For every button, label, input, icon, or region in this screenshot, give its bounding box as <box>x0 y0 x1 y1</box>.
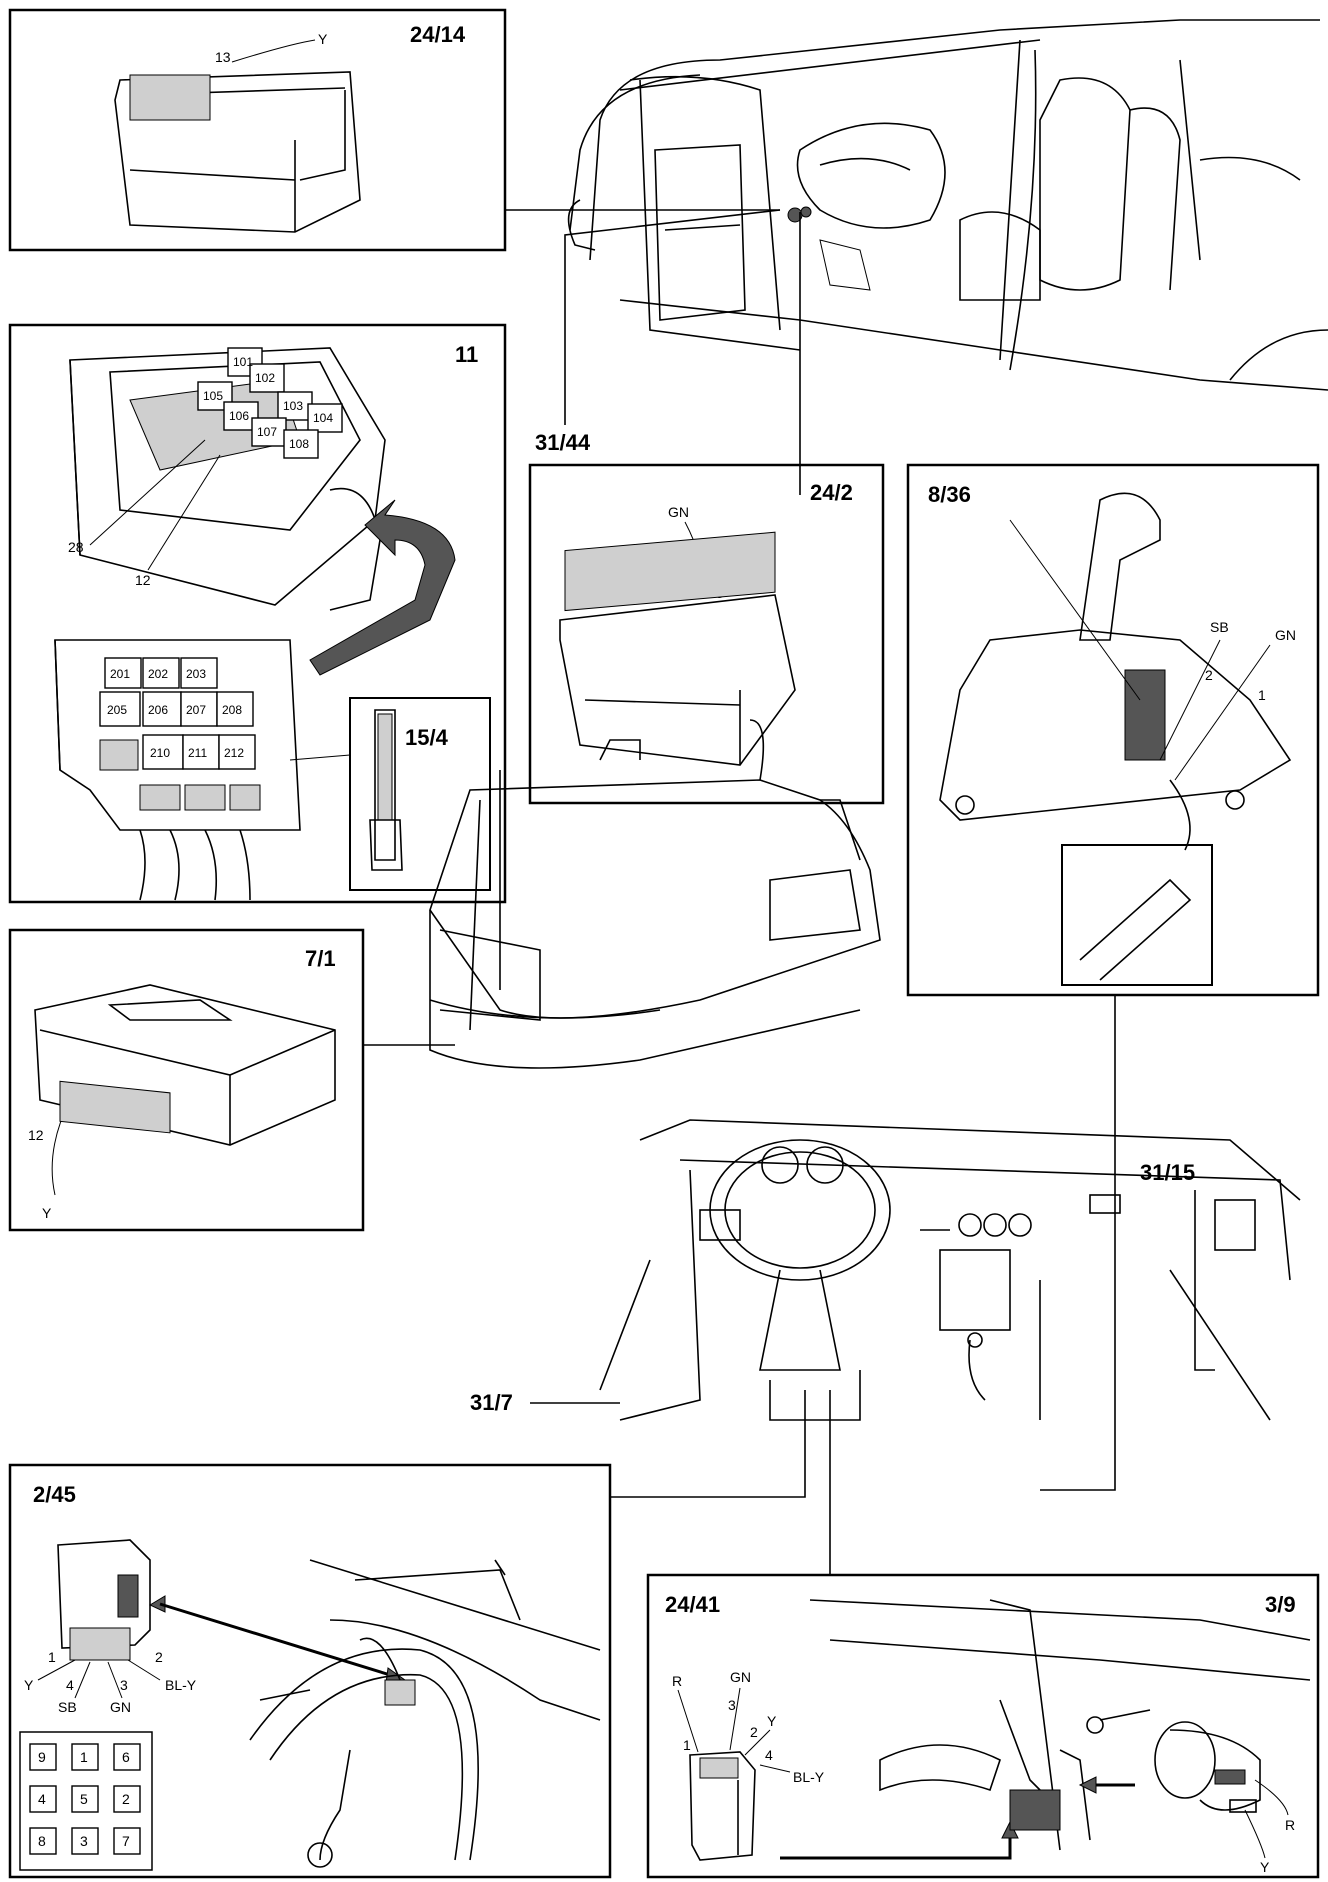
relay-206: 206 <box>148 703 168 717</box>
pin-cell: 4 <box>38 1791 46 1807</box>
relay-207: 207 <box>186 703 206 717</box>
panel-title: 24/2 <box>810 480 853 505</box>
pin-cell: 5 <box>80 1791 88 1807</box>
relay-211: 211 <box>188 746 207 760</box>
pin-cell: 8 <box>38 1833 46 1849</box>
svg-text:31/7: 31/7 <box>470 1390 513 1415</box>
panel-24-2: 24/2 GN 33 <box>528 463 885 805</box>
wire-color-label: GN <box>668 504 689 520</box>
pin-cell: 1 <box>80 1749 88 1765</box>
wire-r: R <box>672 1673 682 1689</box>
pin-grid: 9 1 6 4 5 2 8 3 7 <box>19 1731 153 1871</box>
panel-title: 8/36 <box>928 482 971 507</box>
wire-y: Y <box>767 1713 777 1729</box>
panel-2-45: 2/45 1 2 3 4 Y BL-Y GN SB 9 1 <box>8 1463 612 1879</box>
callout-number: 12 <box>28 1127 44 1143</box>
wire-gn: GN <box>110 1699 131 1715</box>
wire-bl-y: BL-Y <box>165 1677 197 1693</box>
label-31-15: 31/15 <box>1040 995 1215 1491</box>
wire-sb: SB <box>1210 619 1229 635</box>
pin-1: 1 <box>683 1737 691 1753</box>
relay-203: 203 <box>186 667 206 681</box>
relay-205: 205 <box>107 703 127 717</box>
relay-208: 208 <box>222 703 242 717</box>
wire-gn: GN <box>730 1669 751 1685</box>
right-wire-y: Y <box>1260 1859 1270 1875</box>
relay-210: 210 <box>150 746 170 760</box>
relay-101: 101 <box>233 355 253 369</box>
pin-cell: 7 <box>122 1833 130 1849</box>
panel-15-4-title: 15/4 <box>405 725 449 750</box>
car-interior-illustration <box>567 19 1328 391</box>
relay-212: 212 <box>224 746 244 760</box>
pin-3: 3 <box>728 1697 736 1713</box>
label-31-44: 31/44 <box>505 209 801 495</box>
pin-3: 3 <box>120 1677 128 1693</box>
pin-cell: 2 <box>122 1791 130 1807</box>
panel-title: 24/14 <box>410 22 466 47</box>
relay-104: 104 <box>313 411 333 425</box>
relay-103: 103 <box>283 399 303 413</box>
pin-cell: 3 <box>80 1833 88 1849</box>
svg-text:31/15: 31/15 <box>1140 1160 1195 1185</box>
panel-title: 24/41 <box>665 1592 720 1617</box>
panel-title-secondary: 3/9 <box>1265 1592 1296 1617</box>
pin-1: 1 <box>1258 687 1266 703</box>
pin-4: 4 <box>765 1747 773 1763</box>
callout-28: 28 <box>68 539 84 555</box>
relay-105: 105 <box>203 389 223 403</box>
panel-7-1: 7/1 12 Y <box>8 928 455 1232</box>
pin-2: 2 <box>155 1649 163 1665</box>
panel-title: 2/45 <box>33 1482 76 1507</box>
pin-cell: 9 <box>38 1749 46 1765</box>
wire-sb: SB <box>58 1699 77 1715</box>
panel-title: 7/1 <box>305 946 336 971</box>
relay-202: 202 <box>148 667 168 681</box>
panel-24-41: 24/41 3/9 R GN Y BL-Y 1 2 3 4 R Y <box>646 1573 1320 1879</box>
trunk-illustration <box>429 719 881 1069</box>
relay-grid-bottom: 201 202 203 205 206 207 208 210 211 212 <box>99 657 256 770</box>
panel-8-36: 8/36 SB GN 2 1 <box>906 463 1320 997</box>
panel-title: 11 <box>455 342 478 367</box>
wire-color-label: Y <box>318 31 328 47</box>
relay-108: 108 <box>289 437 309 451</box>
wire-y: Y <box>24 1677 34 1693</box>
pin-1: 1 <box>48 1649 56 1665</box>
relay-102: 102 <box>255 371 275 385</box>
relay-107: 107 <box>257 425 277 439</box>
wire-gn: GN <box>1275 627 1296 643</box>
panel-24-14: 24/14 13 Y <box>8 8 507 252</box>
pin-cell: 6 <box>122 1749 130 1765</box>
callout-12: 12 <box>135 572 151 588</box>
relay-grid-top: 101 102 103 104 105 106 107 108 <box>197 347 343 459</box>
relay-201: 201 <box>110 667 130 681</box>
wire-color-label: Y <box>42 1205 52 1221</box>
right-wire-r: R <box>1285 1817 1295 1833</box>
pin-2: 2 <box>750 1724 758 1740</box>
svg-text:31/44: 31/44 <box>535 430 591 455</box>
wire-bl-y: BL-Y <box>793 1769 825 1785</box>
callout-number: 13 <box>215 49 231 65</box>
relay-106: 106 <box>229 409 249 423</box>
pin-2: 2 <box>1205 667 1213 683</box>
dashboard-illustration <box>599 1119 1301 1421</box>
panel-11-fuse-box: 11 101 102 103 104 105 106 107 108 28 12 <box>8 323 507 904</box>
pin-4: 4 <box>66 1677 74 1693</box>
label-31-7: 31/7 <box>470 1390 831 1575</box>
